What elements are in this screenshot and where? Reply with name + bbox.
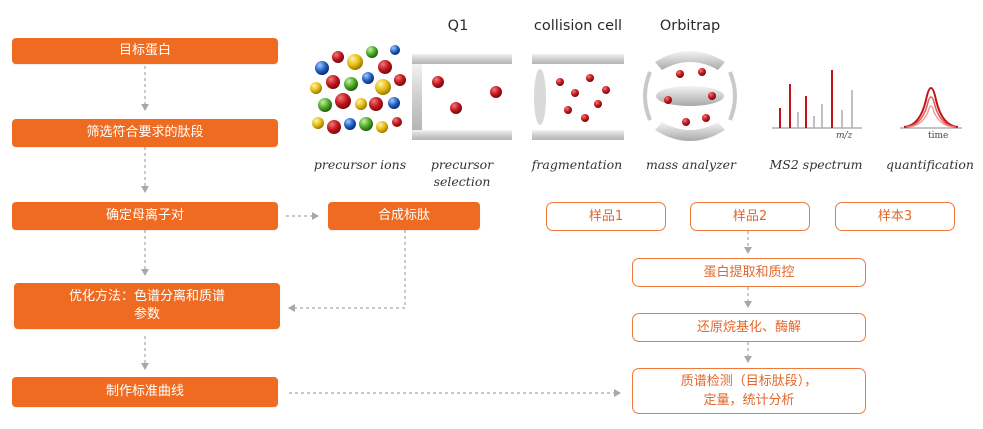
step-target-protein: 目标蛋白 xyxy=(12,38,278,64)
caption-fragmentation: fragmentation xyxy=(531,157,623,172)
step-optimize-line1: 优化方法：色谱分离和质谱 xyxy=(68,289,225,304)
sample-1: 样品1 xyxy=(546,202,666,231)
step-ms-detection-quant: 质谱检测（目标肽段）， 定量，统计分析 xyxy=(632,368,866,414)
step-detect-line1: 质谱检测（目标肽段）， xyxy=(680,374,818,389)
axis-label-time: time xyxy=(928,131,949,141)
caption-selection-line1: precursor xyxy=(430,157,494,172)
stage-title-collision: collision cell xyxy=(533,18,623,34)
sample-2: 样品2 xyxy=(690,202,810,231)
step-detect-line2: 定量，统计分析 xyxy=(703,393,795,408)
step-protein-extraction-qc: 蛋白提取和质控 xyxy=(632,258,866,287)
step-synthesize-standard-peptide: 合成标肽 xyxy=(328,202,480,230)
step-screen-peptides: 筛选符合要求的肽段 xyxy=(12,119,278,147)
left-connectors xyxy=(141,66,752,397)
stage-title-orbitrap: Orbitrap xyxy=(659,18,721,34)
step-reduction-alkylation-digestion: 还原烷基化、酶解 xyxy=(632,313,866,342)
caption-selection-line2: selection xyxy=(433,174,491,189)
step-optimize-method: 优化方法：色谱分离和质谱 参数 xyxy=(14,283,280,329)
stage-title-q1: Q1 xyxy=(447,18,469,34)
caption-mass-analyzer: mass analyzer xyxy=(645,157,737,172)
caption-ms2-spectrum: MS2 spectrum xyxy=(769,157,863,172)
q1-graphic xyxy=(412,54,512,140)
caption-quantification: quantification xyxy=(886,157,974,172)
orbitrap-graphic xyxy=(643,51,737,141)
connector-synth-4 xyxy=(288,230,406,312)
quantification-graphic xyxy=(900,87,962,129)
caption-precursor-ions: precursor ions xyxy=(313,157,407,172)
step-standard-curve: 制作标准曲线 xyxy=(12,377,278,407)
sample-3: 样本3 xyxy=(835,202,955,231)
caption-selection: precursor selection xyxy=(420,156,504,190)
precursor-ions-graphic xyxy=(310,45,406,134)
step-precursor-pairs: 确定母离子对 xyxy=(12,202,278,230)
ms2-spectrum-graphic xyxy=(772,70,862,129)
axis-label-mz: m/z xyxy=(836,131,853,141)
collision-cell-graphic xyxy=(532,54,624,140)
step-optimize-line2: 参数 xyxy=(133,307,160,322)
